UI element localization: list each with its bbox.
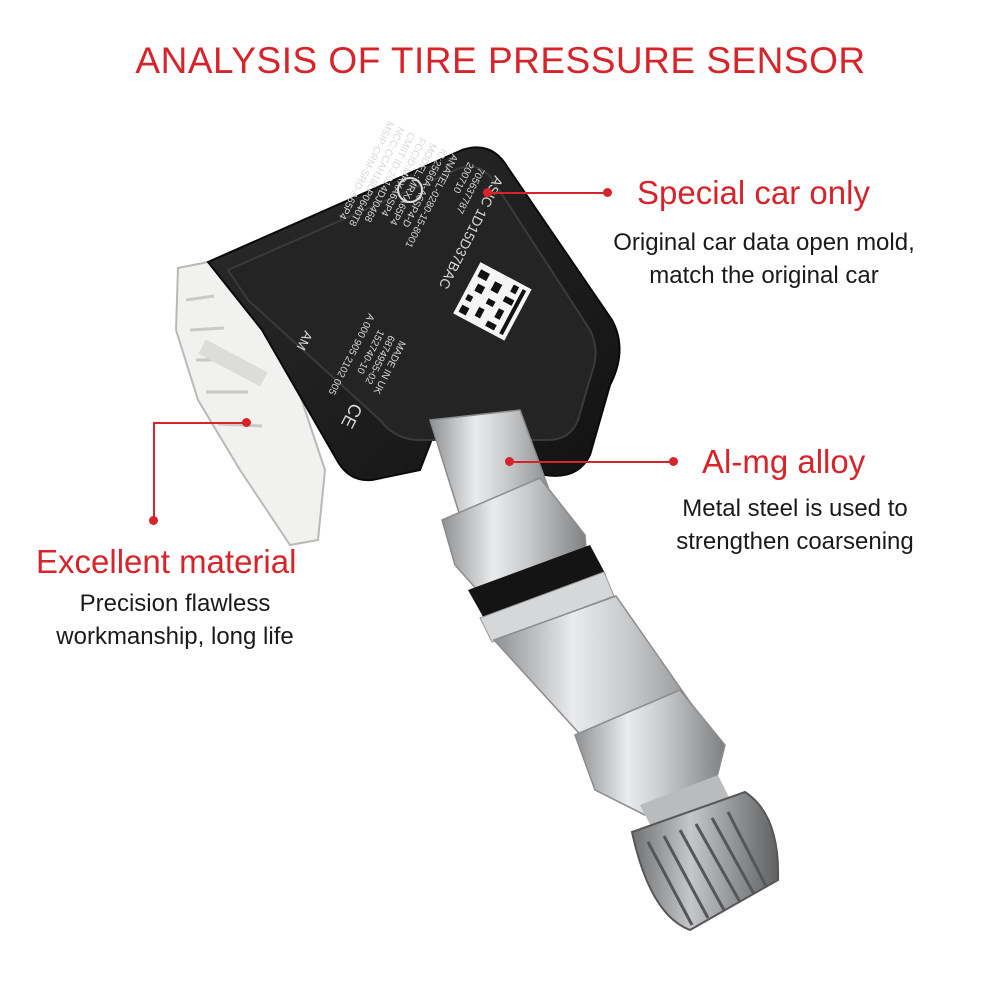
description-line: strengthen coarsening	[676, 528, 914, 555]
callout-dot	[603, 188, 612, 197]
description-line: workmanship, long life	[56, 623, 294, 650]
callout-line	[510, 461, 674, 463]
alloy-description: Metal steel is used to strengthen coarse…	[650, 492, 940, 558]
callout-line	[153, 422, 155, 520]
material-heading: Excellent material	[36, 543, 297, 580]
callout-dot	[242, 418, 251, 427]
callout-line	[153, 422, 245, 424]
callout-dot	[669, 457, 678, 466]
special-car-heading: Special car only	[637, 174, 870, 211]
special-car-description: Original car data open mold, match the o…	[584, 226, 944, 292]
callout-line	[488, 192, 606, 194]
callout-dot	[483, 188, 492, 197]
valve-stem	[429, 409, 780, 932]
description-line: Metal steel is used to	[682, 495, 908, 522]
alloy-heading: Al-mg alloy	[702, 443, 866, 480]
description-line: Precision flawless	[79, 590, 271, 617]
data-matrix-code	[453, 262, 532, 341]
callout-dot	[505, 457, 514, 466]
callout-dot	[149, 516, 158, 525]
sensor-black-body	[206, 146, 621, 482]
page-title: ANALYSIS OF TIRE PRESSURE SENSOR	[135, 40, 866, 81]
material-description: Precision flawless workmanship, long lif…	[20, 587, 330, 653]
description-line: Original car data open mold,	[613, 229, 915, 256]
description-line: match the original car	[649, 262, 879, 289]
